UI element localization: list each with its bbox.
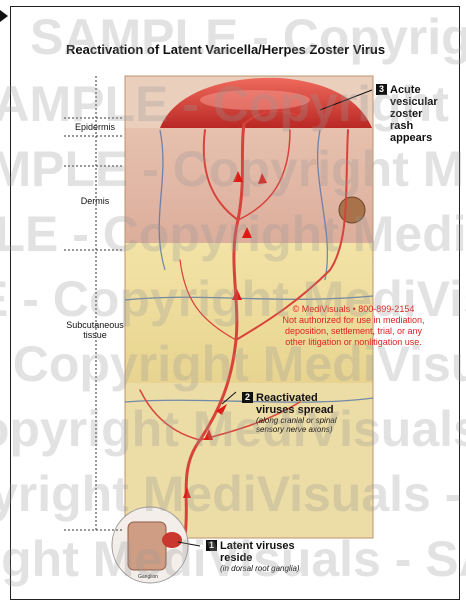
callout-rash: 3Acute vesicular zoster rash appears [376, 84, 438, 144]
label-epidermis: Epidermis [60, 122, 130, 132]
label-subcutaneous-2: tissue [60, 330, 130, 340]
sweat-gland [339, 197, 365, 223]
copyright-notice: © MediVisuals • 800-899-2154 Not authori… [246, 304, 461, 348]
callout-spread: 2Reactivated viruses spread (along crani… [242, 392, 337, 434]
step-2-badge: 2 [242, 392, 253, 403]
callout-latent: 1Latent viruses reside (in dorsal root g… [206, 540, 300, 573]
step-3-badge: 3 [376, 84, 387, 95]
label-subcutaneous-1: Subcutaneous [60, 320, 130, 330]
step-1-badge: 1 [206, 540, 217, 551]
ganglion-label: Ganglion [138, 574, 158, 580]
label-dermis: Dermis [60, 196, 130, 206]
